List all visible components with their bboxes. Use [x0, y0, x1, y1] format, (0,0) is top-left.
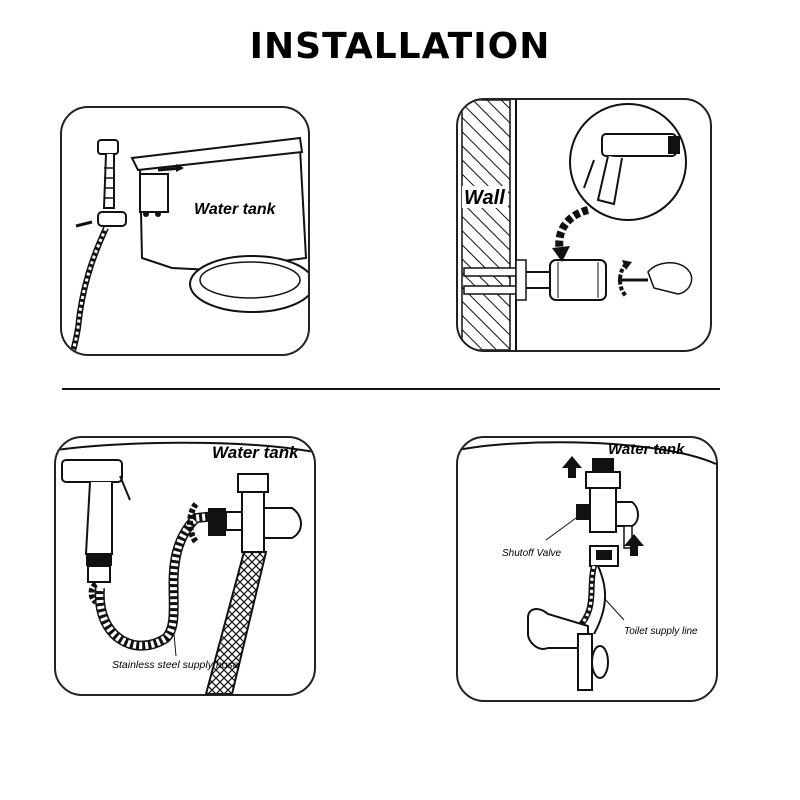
toilet-seat-inner — [199, 261, 301, 299]
holder-clip — [97, 211, 127, 227]
supply-hose — [94, 511, 217, 651]
hose — [69, 226, 109, 354]
step-panel-wall-mount: Wall — [456, 98, 712, 352]
rotate-arrow-right — [187, 502, 199, 544]
braided-supply-line — [204, 551, 268, 694]
tank-mount-illustration: Water tank — [69, 136, 308, 354]
water-tank-label: Water tank — [608, 441, 685, 458]
curved-arrow — [555, 206, 590, 253]
step-panel-tank-mount: Water tank — [60, 106, 310, 356]
t-valve-body — [241, 491, 265, 553]
up-arrow-top — [562, 456, 582, 478]
page-title: INSTALLATION — [249, 26, 551, 67]
step-panel-hose-connection: Water tank Stainless steel supply hose — [54, 436, 316, 696]
water-tank-label: Water tank — [212, 443, 300, 462]
wall-anchor-top — [463, 267, 517, 277]
shutoff-valve-illustration: Water tank Shutoff Valve Toilet supply l… — [458, 441, 716, 691]
wall-holder — [549, 259, 607, 301]
wall-mount-illustration: Wall — [461, 100, 693, 350]
section-divider — [62, 388, 720, 390]
rotate-arrow — [618, 262, 628, 298]
shutoff-valve-callout: Shutoff Valve — [502, 548, 562, 559]
tank-bottom-line — [56, 441, 314, 453]
sprayer-handle — [84, 481, 113, 555]
t-valve-top — [237, 473, 269, 493]
step-panel-shutoff-valve: Water tank Shutoff Valve Toilet supply l… — [456, 436, 718, 702]
hose-connection-illustration: Water tank Stainless steel supply hose — [56, 441, 314, 694]
sprayer-handle — [102, 153, 115, 209]
holder-bracket — [139, 173, 169, 213]
rotate-arrow-left — [88, 581, 98, 605]
sprayer-head — [97, 139, 119, 155]
up-arrow-right — [624, 534, 644, 556]
valve-knob — [615, 501, 639, 527]
sprayer-head-zoom — [601, 133, 677, 157]
hose-callout: Stainless steel supply hose — [112, 659, 239, 671]
wall-anchor-bottom — [463, 285, 517, 295]
water-tank-label: Water tank — [194, 201, 277, 218]
tank-fitting — [592, 458, 614, 472]
wall-label: Wall — [464, 187, 505, 209]
sprayer-head — [61, 459, 123, 483]
toilet-tank-lid — [130, 136, 304, 172]
tank-bottom-line — [458, 441, 716, 465]
t-valve-body — [589, 487, 617, 533]
hand — [647, 262, 693, 295]
toilet-supply-callout: Toilet supply line — [624, 626, 698, 637]
hose-nut — [208, 508, 226, 536]
zoom-circle — [569, 103, 687, 221]
valve-knob — [263, 507, 302, 539]
wall-hatch — [461, 100, 511, 350]
